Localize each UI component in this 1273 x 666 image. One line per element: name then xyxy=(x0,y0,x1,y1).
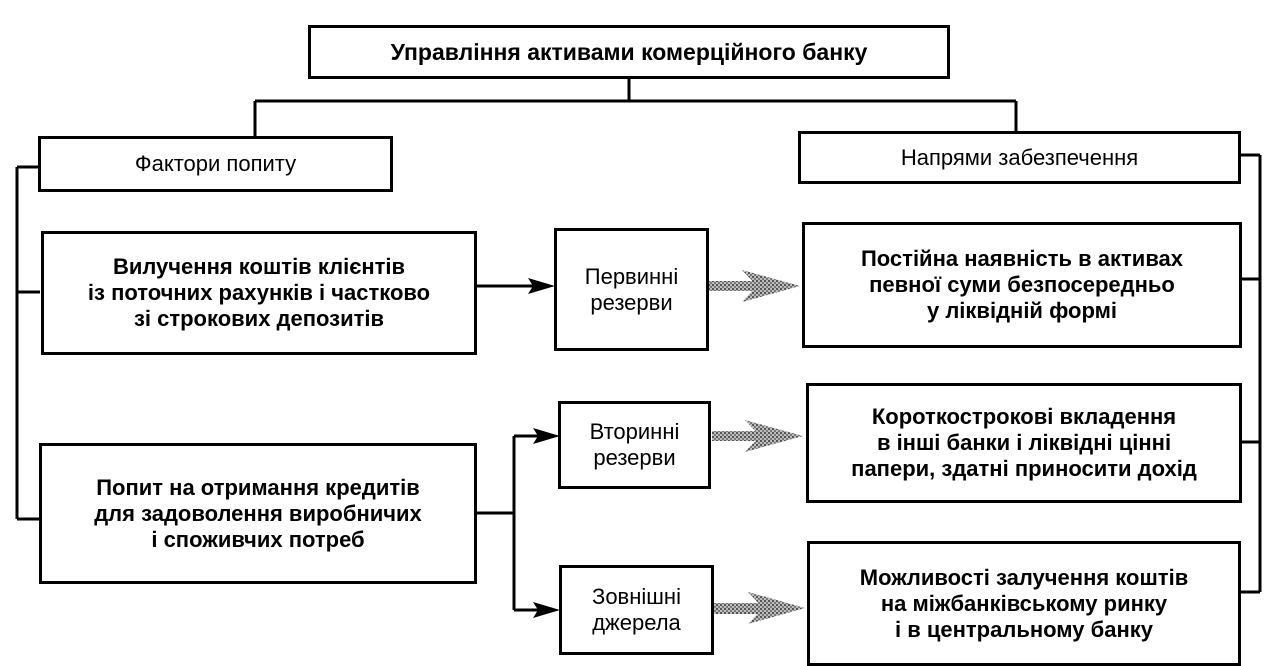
title-text: Управління активами комерційного банку xyxy=(390,39,868,65)
arrow-withdrawal-to-primary xyxy=(475,278,555,294)
direction-box-constant-liquidity: Постійна наявність в активах певної суми… xyxy=(802,222,1242,348)
hatched-arrow-primary-to-liquidity xyxy=(705,270,800,302)
factor-text: Вилучення коштів клієнтів із поточних ра… xyxy=(87,254,431,331)
hatched-arrow-external-to-interbank xyxy=(713,592,805,624)
hatched-arrow-secondary-to-short-term xyxy=(712,420,803,452)
right-header-text: Напрями забезпечення xyxy=(900,144,1139,170)
left-header-box: Фактори попиту xyxy=(38,136,393,192)
source-box-primary-reserves: Первинні резерви xyxy=(554,228,709,351)
source-text: Зовнішні джерела xyxy=(592,584,681,635)
direction-text: Можливості залучення коштів на міжбанків… xyxy=(859,564,1189,642)
title-branch-connector xyxy=(253,78,1018,137)
factor-text: Попит на отримання кредитів для задоволе… xyxy=(94,474,422,552)
left-bracket-connector xyxy=(15,165,40,521)
source-box-external-sources: Зовнішні джерела xyxy=(559,565,714,655)
right-header-box: Напрями забезпечення xyxy=(798,131,1241,184)
source-box-secondary-reserves: Вторинні резерви xyxy=(558,401,711,489)
direction-box-short-term-investments: Короткострокові вкладення в інші банки і… xyxy=(806,383,1242,503)
right-bracket-connector xyxy=(1240,153,1262,594)
title-box: Управління активами комерційного банку xyxy=(308,25,950,79)
direction-text: Короткострокові вкладення в інші банки і… xyxy=(851,404,1197,481)
source-text: Вторинні резерви xyxy=(589,419,680,470)
left-header-text: Фактори попиту xyxy=(134,151,297,176)
direction-box-interbank-borrowing: Можливості залучення коштів на міжбанків… xyxy=(807,541,1241,666)
factor-box-withdrawal: Вилучення коштів клієнтів із поточних ра… xyxy=(41,231,477,355)
arrow-credit-split xyxy=(475,434,545,612)
direction-text: Постійна наявність в активах певної суми… xyxy=(860,246,1184,323)
source-text: Первинні резерви xyxy=(584,263,679,315)
arrow-credit-to-external xyxy=(533,602,560,618)
arrow-credit-to-secondary xyxy=(533,428,560,444)
factor-box-credit-demand: Попит на отримання кредитів для задоволе… xyxy=(39,443,477,584)
